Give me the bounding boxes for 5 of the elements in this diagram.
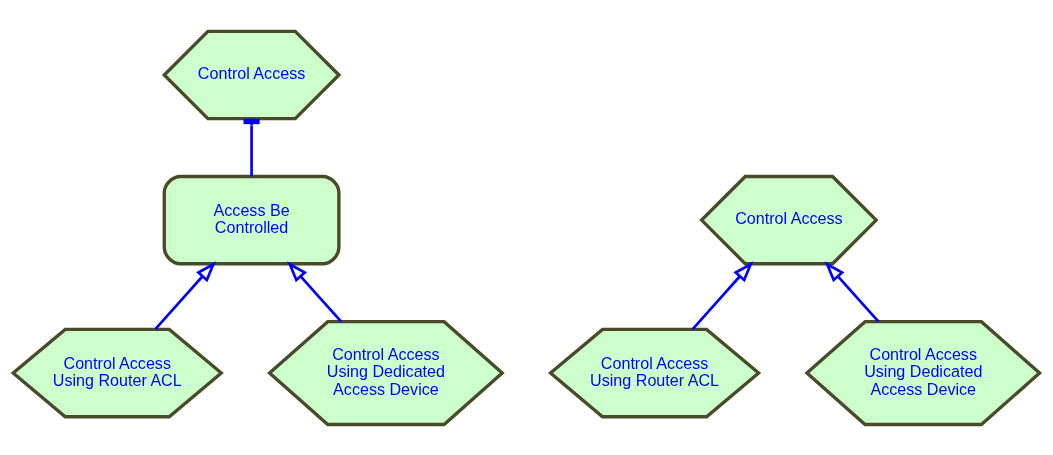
arrow <box>824 260 880 323</box>
node-box: Access Be Controlled <box>162 174 341 265</box>
arrow <box>154 260 217 330</box>
arrow <box>287 260 343 323</box>
arrow <box>691 260 754 330</box>
